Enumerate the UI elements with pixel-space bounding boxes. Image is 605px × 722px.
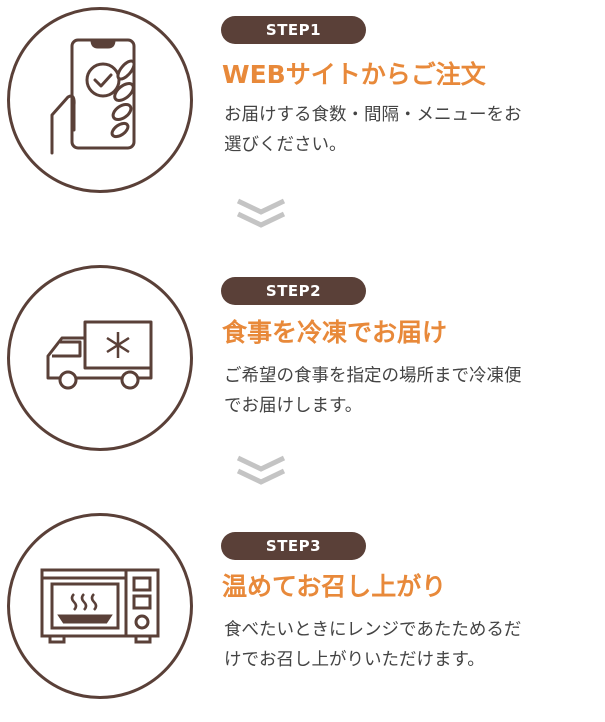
step-2-badge: STEP2 <box>221 277 366 305</box>
step-1-icon-circle <box>7 7 193 193</box>
step-1-badge: STEP1 <box>221 16 366 44</box>
chevron-down-icon <box>236 455 286 485</box>
step-1-description: お届けする食数・間隔・メニューをお選びください。 <box>224 105 522 155</box>
freezer-truck-icon <box>46 320 153 390</box>
step-2-icon-circle <box>7 265 193 451</box>
step-2-description: ご希望の食事を指定の場所まで冷凍便でお届けします。 <box>224 366 522 416</box>
chevron-down-icon <box>236 198 286 228</box>
step-1-title: WEBサイトからご注文 <box>222 60 486 89</box>
microwave-icon <box>40 568 160 644</box>
step-3-description: 食べたいときにレンジであたためるだけでお召し上がりいただけます。 <box>224 620 522 670</box>
step-3-badge: STEP3 <box>221 532 366 560</box>
smartphone-check-icon <box>50 38 136 155</box>
step-2-title: 食事を冷凍でお届け <box>222 318 448 347</box>
step-3-title: 温めてお召し上がり <box>222 572 447 601</box>
step-3-icon-circle <box>7 513 193 699</box>
